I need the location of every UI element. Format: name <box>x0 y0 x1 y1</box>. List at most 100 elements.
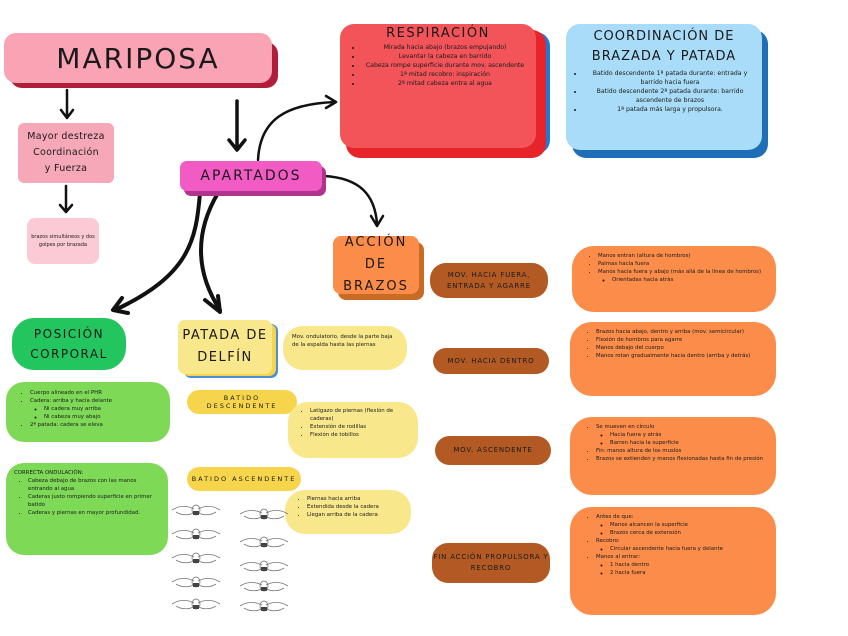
butterfly-stroke-illustration <box>170 498 298 616</box>
sub-item: Circular ascendente hacia fuera y delant… <box>610 545 764 553</box>
arrow-apartados-to-delfin <box>199 191 222 314</box>
respiracion-title: RESPIRACIÓN <box>386 26 490 41</box>
swimmer-figure <box>170 574 222 590</box>
ondulacion-title: CORRECTA ONDULACIÓN: <box>14 470 84 476</box>
arrow-benefit-to-strokes <box>58 184 74 214</box>
phase-pill: MOV. HACIA FUERA, ENTRADA Y AGARRE <box>430 263 548 298</box>
delfin-title-line: PATADA DE <box>182 328 268 343</box>
phase-pill: MOV. ASCENDENTE <box>435 436 551 465</box>
list-item: Flexión de hombros para agarre <box>596 336 764 344</box>
batido-ascendente-list: Piernas hacia arriba Extendida desde la … <box>285 490 411 534</box>
phase-details: Se mueven en círculo Hacia fuera y atrás… <box>570 417 776 495</box>
sub-item: Orientadas hacia atrás <box>612 276 764 284</box>
list-item: Mirada hacia abajo (brazos empujando) <box>362 43 528 52</box>
patada-delfin-node: PATADA DE DELFÍN <box>178 320 272 374</box>
list-item: 2ª mitad cabeza entra al agua <box>362 79 528 88</box>
strokes-note: brazos simultáneos y dos golpes por braz… <box>27 218 99 264</box>
list-item: Cabeza debajo de brazos con las manos en… <box>28 477 160 493</box>
list-item: Manos al entrar: 1 hacia dentro 2 hacia … <box>596 553 764 577</box>
list-item: Batido descendente 1ª patada durante: en… <box>584 69 756 87</box>
list-item: Caderas y piernas en mayor profundidad. <box>28 509 160 517</box>
phase-details: Antes de que: Manos alcancen la superfic… <box>570 507 776 615</box>
list-item: Flexión de tobillos <box>310 431 410 439</box>
list-item: Piernas hacia arriba <box>307 495 403 503</box>
swimmer-figure <box>238 558 290 574</box>
arrow-mariposa-to-benefit <box>59 88 75 120</box>
list-item: Cadera: arriba y hacia delante Ni cadera… <box>30 397 160 421</box>
list-item: Palmas hacia fuera <box>598 260 764 268</box>
swimmer-figure <box>170 596 222 612</box>
respiracion-card: RESPIRACIÓN Mirada hacia abajo (brazos e… <box>340 24 536 148</box>
list-item: Extendida desde la cadera <box>307 503 403 511</box>
coordinacion-title-line: COORDINACIÓN DE <box>593 29 735 44</box>
benefit-line: Coordinación <box>33 147 99 158</box>
sub-item: Manos alcancen la superficie <box>610 521 764 529</box>
batido-descendente-list: Latigazo de piernas (flexión de caderas)… <box>288 402 418 458</box>
list-item: Recobro: Circular ascendente hacia fuera… <box>596 537 764 553</box>
phase-pill: FIN ACCIÓN PROPULSORA Y RECOBRO <box>432 543 550 583</box>
list-item: 1ª patada más larga y propulsora. <box>584 105 756 114</box>
posicion-title-line: POSICIÓN <box>33 327 105 341</box>
list-item: Manos debajo del cuerpo <box>596 344 764 352</box>
sub-item: Brazos cerca de extensión <box>610 529 764 537</box>
list-item: Manos hacia fuera y abajo (más allá de l… <box>598 268 764 284</box>
arrow-apartados-to-posicion <box>111 191 202 315</box>
delfin-title-line: DELFÍN <box>197 350 253 365</box>
benefit-line: y Fuerza <box>44 163 88 174</box>
phase-details: Brazos hacia abajo, dentro y arriba (mov… <box>570 322 776 396</box>
coordinacion-title-line: BRAZADA Y PATADA <box>591 49 737 64</box>
list-item: Brazos hacia abajo, dentro y arriba (mov… <box>596 328 764 336</box>
list-item: Latigazo de piernas (flexión de caderas) <box>310 407 410 423</box>
ondulacion-list: CORRECTA ONDULACIÓN: Cabeza debajo de br… <box>6 463 168 555</box>
swimmer-figure <box>238 534 290 550</box>
phase-details: Manos entran (altura de hombros) Palmas … <box>572 246 776 312</box>
list-item: 2ª patada: cadera se eleva <box>30 421 160 429</box>
posicion-corporal-node: POSICIÓN CORPORAL <box>12 318 126 370</box>
benefit-line: Mayor destreza <box>27 131 105 142</box>
apartados-node: APARTADOS <box>180 161 322 191</box>
list-item: Brazos se extienden y manos flexionadas … <box>596 455 764 463</box>
arrow-apartados-to-respiracion <box>256 94 338 162</box>
posicion-title-line: CORPORAL <box>30 347 108 361</box>
list-item: Antes de que: Manos alcancen la superfic… <box>596 513 764 537</box>
brazos-title-line: BRAZOS <box>343 279 409 294</box>
sub-item: 1 hacia dentro <box>610 561 764 569</box>
sub-item: Barren hacia la superficie <box>610 439 764 447</box>
main-title: MARIPOSA <box>4 33 272 83</box>
posicion-list: Cuerpo alineado en el PHR Cadera: arriba… <box>6 382 170 442</box>
benefit-box: Mayor destreza Coordinación y Fuerza <box>18 123 114 183</box>
sub-item: Ni cabeza muy abajo <box>44 413 160 421</box>
coordinacion-card: COORDINACIÓN DE BRAZADA Y PATADA Batido … <box>566 24 762 150</box>
list-item: Extensión de rodillas <box>310 423 410 431</box>
brazos-title-line: ACCIÓN DE <box>344 235 408 272</box>
list-item: Llegan arriba de la cadera <box>307 511 403 519</box>
arrow-mariposa-to-apartados <box>227 99 247 152</box>
coordinacion-list: Batido descendente 1ª patada durante: en… <box>572 69 756 114</box>
list-item: 1ª mitad recobro: inspiración <box>362 70 528 79</box>
list-item: Levantar la cabeza en barrido <box>362 52 528 61</box>
list-item: Caderas justo rompiendo superficie en pr… <box>28 493 160 509</box>
swimmer-figure <box>170 526 222 542</box>
sub-item: 2 hacia fuera <box>610 569 764 577</box>
batido-descendente-label: BATIDO DESCENDENTE <box>187 390 297 414</box>
sub-item: Hacia fuera y atrás <box>610 431 764 439</box>
swimmer-figure <box>238 598 290 614</box>
list-item: Batido descendente 2ª patada durante: ba… <box>584 87 756 105</box>
list-item: Cabeza rompe superficie durante mov. asc… <box>362 61 528 70</box>
phase-pill: MOV. HACIA DENTRO <box>433 348 549 374</box>
list-item: Manos entran (altura de hombros) <box>598 252 764 260</box>
list-item: Se mueven en círculo Hacia fuera y atrás… <box>596 423 764 447</box>
list-item: Cuerpo alineado en el PHR <box>30 389 160 397</box>
arrow-apartados-to-brazos <box>322 174 385 228</box>
swimmer-figure <box>238 578 290 594</box>
batido-ascendente-label: BATIDO ASCENDENTE <box>187 467 301 491</box>
accion-brazos-node: ACCIÓN DE BRAZOS <box>333 235 419 294</box>
respiracion-list: Mirada hacia abajo (brazos empujando) Le… <box>348 43 528 88</box>
swimmer-figure <box>238 506 290 522</box>
list-item: Fin: manos altura de los muslos <box>596 447 764 455</box>
list-item: Manos rotan gradualmente hacia dentro (a… <box>596 352 764 360</box>
swimmer-figure <box>170 502 222 518</box>
sub-item: Ni cadera muy arriba <box>44 405 160 413</box>
swimmer-figure <box>170 550 222 566</box>
delfin-description: Mov. ondulatorio, desde la parte baja de… <box>283 326 407 370</box>
